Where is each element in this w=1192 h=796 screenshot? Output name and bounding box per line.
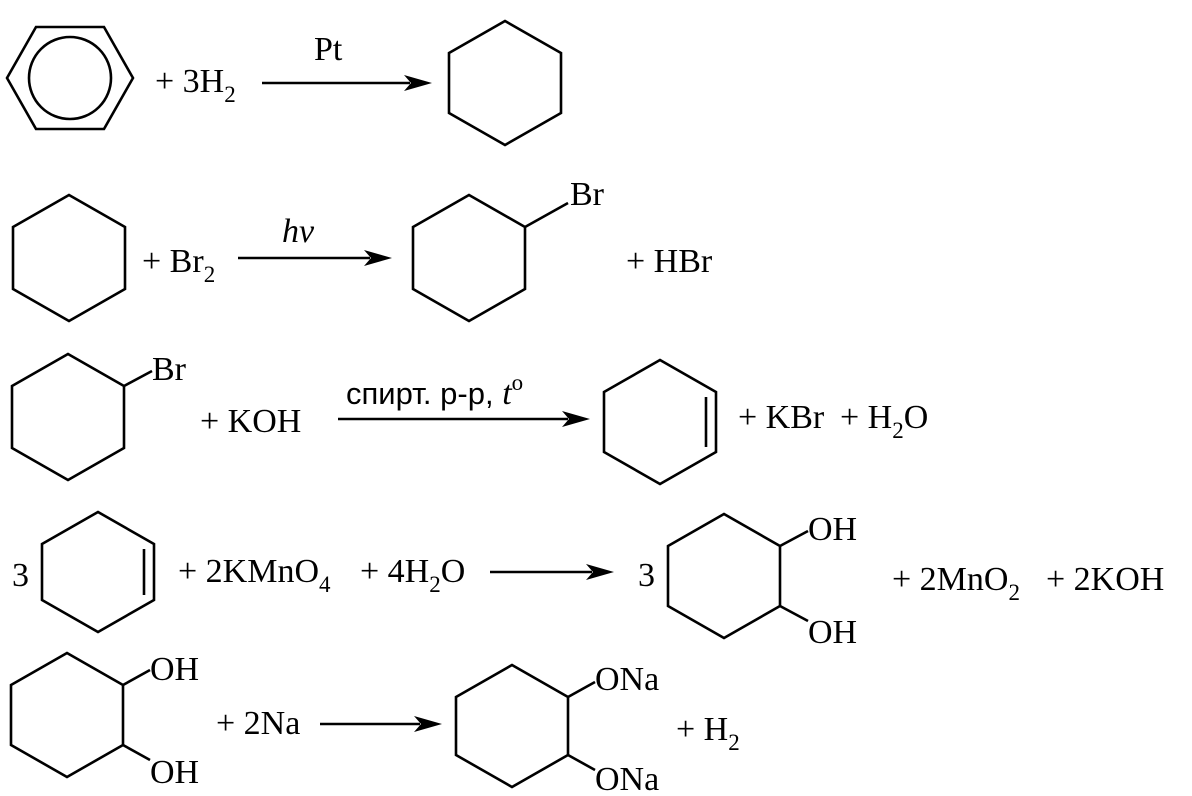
- hydroxyl-label-top: OH: [808, 511, 857, 548]
- reagent-sodium: + 2Na: [216, 705, 300, 742]
- coefficient-product: 3: [638, 557, 655, 594]
- coefficient-start: 3: [12, 557, 29, 594]
- hydroxyl-label-top: OH: [150, 651, 199, 688]
- bromine-substituent-label: Br: [152, 351, 187, 388]
- byproduct-kbr: + KBr: [738, 399, 825, 436]
- reaction-arrow: [238, 250, 392, 266]
- reaction-arrow: [262, 75, 432, 91]
- cyclohexane-product-structure: [447, 19, 563, 147]
- cyclohexanediol-structure: [9, 651, 151, 779]
- catalyst-label: Pt: [314, 31, 343, 68]
- reaction-3: Br + KOH спирт. р-р, to + KBr + H2O: [10, 351, 928, 486]
- hydroxyl-label-bottom: OH: [808, 614, 857, 651]
- hydroxyl-label-bottom: OH: [150, 754, 199, 791]
- reaction-arrow: [338, 411, 590, 427]
- condition-light: hv: [282, 213, 315, 250]
- reagent-bromine: + Br2: [142, 243, 215, 287]
- alkoxide-label-bottom: ONa: [595, 761, 659, 796]
- reagent-koh: + KOH: [200, 403, 301, 440]
- byproduct-koh: + 2KOH: [1046, 561, 1164, 598]
- bromocyclohexane-structure: [411, 193, 569, 323]
- reaction-2: + Br2 hv Br + HBr: [11, 176, 713, 323]
- reagent-hydrogen: + 3H2: [155, 63, 236, 107]
- byproduct-hbr: + HBr: [626, 243, 713, 280]
- reaction-1: + 3H2 Pt: [5, 19, 563, 147]
- byproduct-hydrogen: + H2: [676, 711, 740, 755]
- bromine-substituent-label: Br: [570, 176, 605, 213]
- reaction-5: OH OH + 2Na ONa ONa + H2: [9, 651, 740, 796]
- reagent-permanganate: + 2KMnO4: [178, 553, 331, 597]
- cyclohexene-structure: [602, 358, 718, 486]
- reagent-water: + 4H2O: [360, 553, 465, 597]
- cyclohexanediol-structure: [666, 512, 809, 640]
- cyclohexene-structure: [40, 510, 156, 634]
- cyclohexane-structure: [11, 193, 127, 323]
- bromocyclohexane-structure: [10, 352, 153, 482]
- condition-alcohol-solution: спирт. р-р, to: [346, 370, 523, 412]
- alkoxide-label-top: ONa: [595, 661, 659, 698]
- reaction-arrow: [490, 564, 614, 580]
- benzene-structure: [5, 25, 135, 131]
- reaction-4: 3 + 2KMnO4 + 4H2O 3 OH OH + 2MnO2 + 2KOH: [12, 510, 1164, 651]
- byproduct-water: + H2O: [840, 399, 928, 443]
- reaction-arrow: [320, 716, 442, 732]
- byproduct-manganese-dioxide: + 2MnO2: [892, 561, 1020, 605]
- sodium-alkoxide-structure: [454, 663, 596, 789]
